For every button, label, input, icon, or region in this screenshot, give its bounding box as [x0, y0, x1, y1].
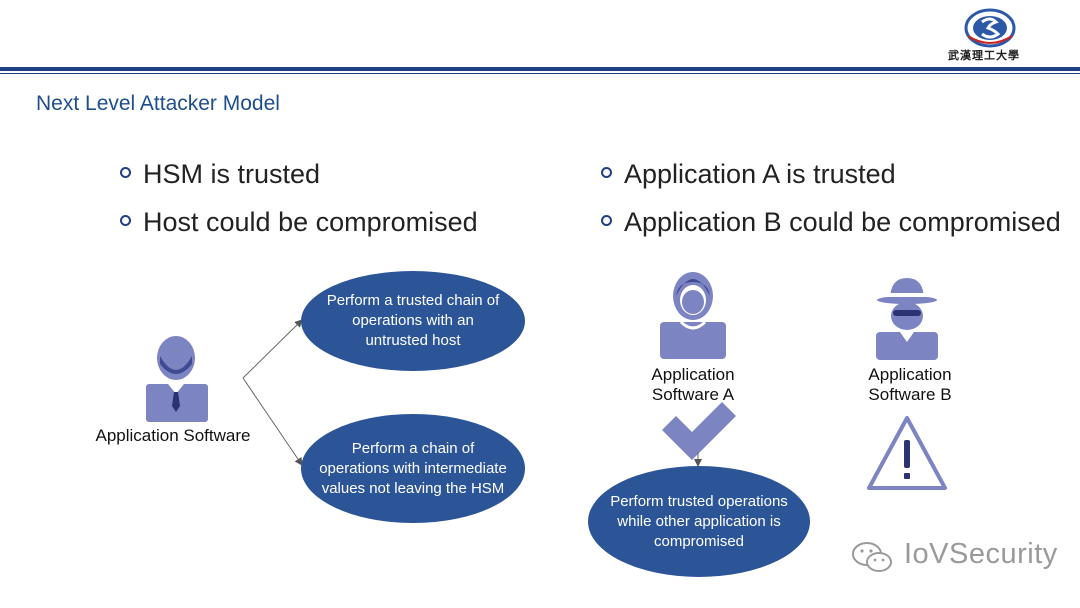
actor-label-application-software-a: Application Software A [651, 365, 735, 404]
actor-label-application-software: Application Software [95, 426, 251, 445]
bullet-app-b-compromised: Application B could be compromised [601, 207, 1061, 238]
university-name: 武漢理工大學 [948, 49, 1020, 62]
actor-label-application-software-b: Application Software B [868, 365, 952, 404]
bullet-dot-icon [120, 215, 131, 227]
warning-icon [867, 416, 947, 490]
university-logo-icon [964, 8, 1016, 48]
slide-title: Next Level Attacker Model [36, 92, 280, 115]
bullet-text: Application B could be compromised [624, 207, 1061, 237]
spy-icon [876, 278, 938, 360]
bullet-app-a-trusted: Application A is trusted [601, 159, 896, 190]
arrow-to-top-oval [242, 319, 303, 379]
header-rule-thick [0, 67, 1080, 71]
bullet-hsm-trusted: HSM is trusted [120, 159, 320, 190]
header-rule-thin [0, 73, 1080, 74]
oval-intermediate-values: Perform a chain of operations with inter… [301, 414, 525, 523]
bearded-man-icon [146, 336, 208, 422]
bullet-dot-icon [120, 167, 131, 179]
oval-trusted-operations: Perform trusted operations while other a… [588, 466, 810, 577]
woman-icon [660, 272, 726, 359]
bullet-text: HSM is trusted [143, 159, 321, 189]
bullet-dot-icon [601, 215, 612, 227]
watermark-text: IoVSecurity [904, 538, 1058, 570]
bullet-text: Host could be compromised [143, 207, 478, 237]
check-icon [662, 402, 736, 460]
bullet-dot-icon [601, 167, 612, 179]
arrow-to-bottom-oval [242, 377, 303, 466]
bullet-host-compromised: Host could be compromised [120, 207, 478, 238]
wechat-icon [852, 542, 892, 572]
oval-trusted-chain: Perform a trusted chain of operations wi… [301, 271, 525, 371]
bullet-text: Application A is trusted [624, 159, 896, 189]
